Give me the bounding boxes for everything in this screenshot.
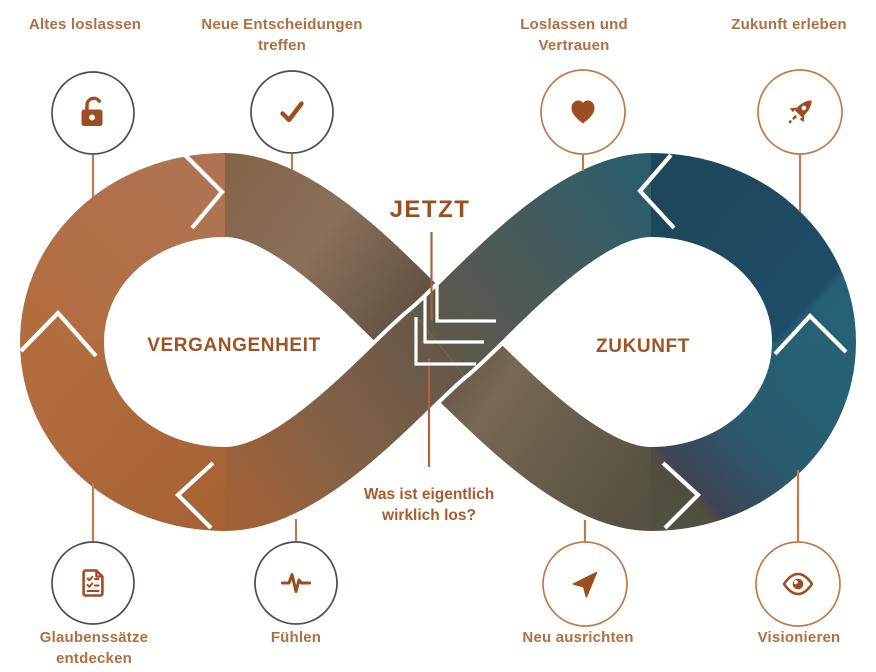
navigation-arrow-icon [572, 571, 598, 598]
now-corner-marks [414, 279, 496, 366]
station-label-text: Neu ausrichten [522, 629, 634, 646]
station-label-glaubenssaetze: Glaubenssätze entdecken [40, 627, 148, 669]
past-loop-title: VERGANGENHEIT [147, 335, 321, 356]
station-label-fuehlen: Fühlen [271, 627, 321, 648]
chevron-left-bottom-left [174, 461, 215, 530]
flow-chevrons [19, 151, 848, 530]
station-label-line2: Vertrauen [538, 37, 610, 54]
station-circle-fuehlen [254, 541, 338, 625]
station-label-line2: entdecken [55, 650, 132, 667]
station-label-loslassen-vertrauen: Loslassen und Vertrauen [520, 14, 628, 56]
station-label-neu-ausrichten: Neu ausrichten [522, 627, 633, 648]
station-label-neue-entscheidungen: Neue Entscheidungen treffen [201, 14, 362, 56]
heart-icon [571, 100, 595, 124]
now-corner-mark-1 [435, 279, 496, 323]
station-label-text: Zukunft erleben [731, 16, 847, 33]
rocket-icon [788, 100, 812, 124]
band-segment-future-top-to-center [410, 153, 655, 376]
checkmark-icon [280, 101, 304, 123]
station-connectors [91, 154, 802, 542]
band-segment-right-side [649, 340, 856, 531]
station-label-altes-loslassen: Altes loslassen [29, 14, 141, 35]
station-circle-neue-entscheidungen [250, 70, 334, 154]
station-label-line2: treffen [257, 37, 307, 54]
station-label-text: Fühlen [270, 629, 322, 646]
heartbeat-icon [281, 573, 311, 593]
station-label-visionieren: Visionieren [758, 627, 841, 648]
chevron-right-bottom-right [661, 461, 702, 530]
station-label-line1: Neue Entscheidungen [201, 16, 363, 33]
station-circles [51, 69, 843, 627]
station-label-zukunft-erleben: Zukunft erleben [731, 14, 847, 35]
checklist-icon [82, 569, 104, 597]
chevron-right-top-left [637, 153, 676, 230]
center-question-line2: wirklich los? [382, 507, 476, 524]
center-question: Was ist eigentlich wirklich los? [364, 484, 494, 526]
chevron-left-top-right [181, 151, 225, 230]
open-lock-icon [81, 96, 103, 126]
chevron-right-up [773, 312, 848, 356]
now-corner-mark-2 [423, 297, 484, 344]
now-corner-mark-3 [414, 317, 476, 366]
band-segment-left-side [20, 153, 227, 344]
station-label-line1: Loslassen und [520, 16, 628, 33]
chevron-left-up [19, 309, 98, 358]
band-segment-right-top [649, 153, 856, 344]
future-loop-title: ZUKUNFT [596, 336, 690, 357]
station-label-text: Altes loslassen [28, 16, 142, 33]
now-label: JETZT [389, 196, 471, 223]
band-segment-center-to-past-bottom [221, 310, 466, 531]
station-label-text: Visionieren [757, 629, 841, 646]
center-question-line1: Was ist eigentlich [363, 486, 495, 503]
station-label-line1: Glaubenssätze [39, 629, 149, 646]
eye-icon [782, 572, 814, 596]
band-segment-left-bottom [20, 340, 227, 531]
